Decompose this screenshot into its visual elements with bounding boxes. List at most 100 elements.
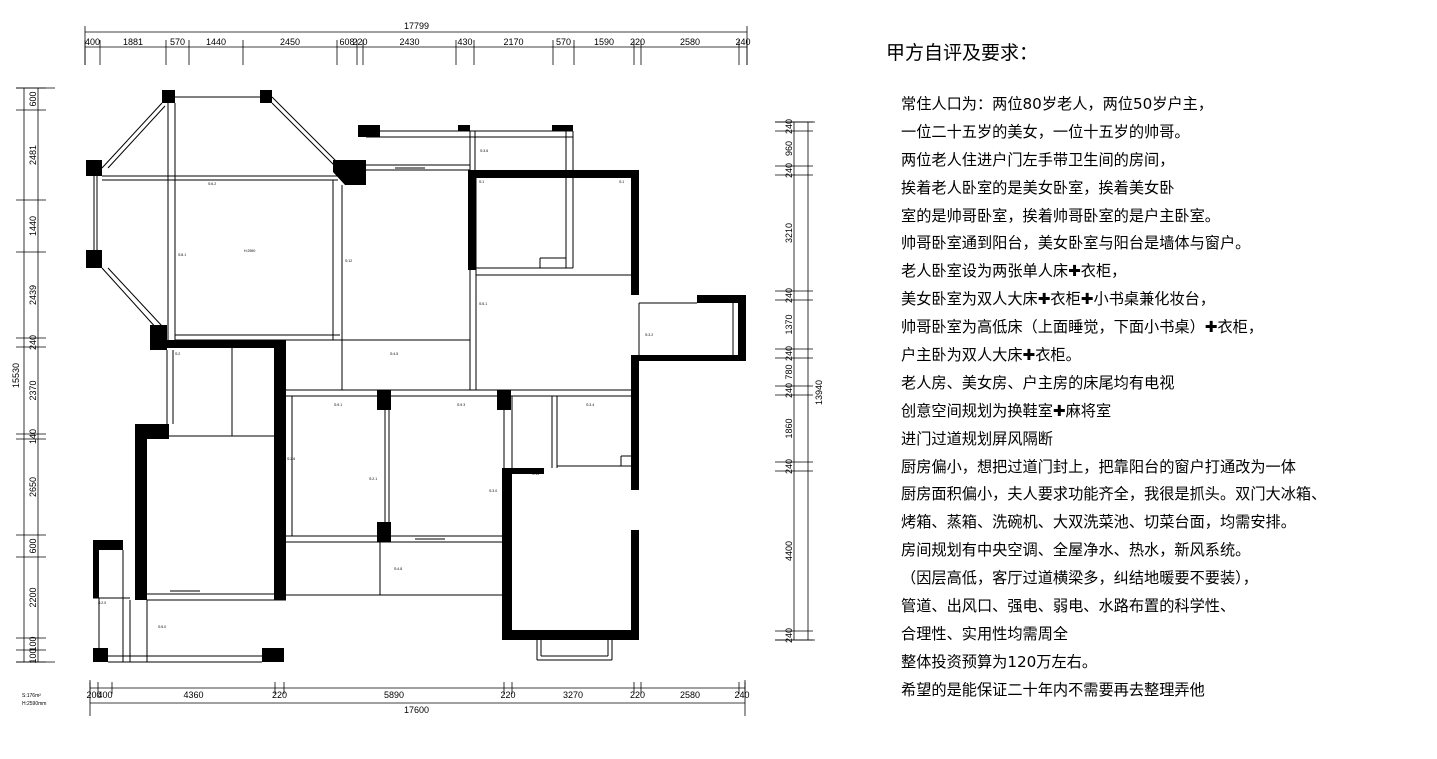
dimension-segment: 570 — [556, 37, 571, 47]
dimension-segment: 220 — [630, 690, 645, 700]
bottom-dimension — [89, 680, 746, 716]
requirement-line: 两位老人住进户门左手带卫生间的房间， — [901, 150, 1175, 169]
svg-text:S:5.1: S:5.1 — [479, 302, 487, 306]
requirement-line: 烤箱、蒸箱、洗碗机、大双洗菜池、切菜台面，均需安排。 — [901, 513, 1296, 532]
svg-text:S:3.6: S:3.6 — [480, 149, 488, 153]
requirement-line: 厨房面积偏小，夫人要求功能齐全，我很是抓头。双门大冰箱、 — [901, 485, 1327, 504]
requirement-line: 希望的是能保证二十年内不需要再去整理弄他 — [901, 680, 1205, 699]
right-total-dimension: 13940 — [814, 380, 824, 405]
dimension-segment: 240 — [784, 119, 794, 134]
svg-text:S:3.4: S:3.4 — [586, 403, 594, 407]
requirement-line: 帅哥卧室通到阳台，美女卧室与阳台是墙体与窗户。 — [901, 234, 1251, 253]
dimension-segment: 240 — [784, 459, 794, 474]
dimension-segment: 240 — [784, 346, 794, 361]
partitions — [93, 96, 734, 663]
requirement-line: 整体投资预算为120万左右。 — [901, 652, 1098, 671]
requirement-line: 老人卧室设为两张单人床✚衣柜， — [901, 262, 1127, 281]
requirement-line: 常住人口为：两位80岁老人，两位50岁户主， — [901, 95, 1214, 113]
dimension-segment: 220 — [500, 690, 515, 700]
area-label: S:176m² — [22, 693, 41, 699]
dimension-segment: 220 — [352, 37, 367, 47]
bottom-total-dimension: 17600 — [404, 705, 429, 715]
requirement-line: 房间规划有中央空调、全屋净水、热水，新风系统。 — [901, 541, 1251, 560]
svg-text:S:12: S:12 — [345, 259, 352, 263]
dimension-segment: 2450 — [280, 37, 300, 47]
dimension-segment: 220 — [272, 690, 287, 700]
client-requirements-panel: 甲方自评及要求： 常住人口为：两位80岁老人，两位50岁户主，一位二十五岁的美女… — [886, 38, 1431, 705]
requirement-line: 管道、出风口、强电、弱电、水路布置的科学性、 — [901, 597, 1236, 616]
svg-text:S:6.2: S:6.2 — [208, 182, 216, 186]
dimension-segment: 2481 — [28, 145, 38, 165]
svg-text:S:15: S:15 — [532, 472, 539, 476]
dimension-segment: 1370 — [784, 314, 794, 334]
dimension-segment: 400 — [97, 690, 112, 700]
svg-text:S:2.0: S:2.0 — [98, 601, 106, 605]
height-label: H:2590mm — [22, 701, 46, 707]
dimension-segment: 2430 — [399, 37, 419, 47]
dimension-segment: 240 — [734, 690, 749, 700]
dimension-segment: 430 — [457, 37, 472, 47]
requirement-line: （因层高低，客厅过道横梁多，纠结地暖要不要装）， — [901, 569, 1258, 588]
svg-text:S:2.6: S:2.6 — [287, 457, 295, 461]
dimension-segment: 960 — [784, 141, 794, 156]
dimension-segment: 2580 — [680, 690, 700, 700]
dimension-segment: 1860 — [784, 418, 794, 438]
dimension-segment: 608 — [339, 37, 354, 47]
svg-text:S:4.5: S:4.5 — [390, 352, 398, 356]
svg-text:S:3.0: S:3.0 — [489, 489, 497, 493]
requirement-line: 室的是帅哥卧室，挨着帅哥卧室的是户主卧室。 — [901, 206, 1220, 225]
height-mark: H:2590 — [244, 249, 255, 253]
dimension-segment: 2439 — [28, 285, 38, 305]
room-tags: H:2590 S:6.2 S:8.1 S:12 S:3.6 S:5.1 S:3.… — [98, 149, 653, 629]
svg-text:S:4.8: S:4.8 — [394, 567, 402, 571]
requirement-line: 创意空间规划为换鞋室✚麻将室 — [901, 401, 1112, 420]
svg-text:S:8.1: S:8.1 — [178, 253, 186, 257]
dimension-segment: 140 — [28, 429, 38, 444]
left-dimension — [16, 87, 55, 663]
dimension-segment: 600 — [28, 91, 38, 106]
svg-text:S:2: S:2 — [175, 352, 180, 356]
dimension-segment: 240 — [784, 288, 794, 303]
dimension-segment: 3270 — [563, 690, 583, 700]
requirement-line: 合理性、实用性均需周全 — [901, 624, 1069, 643]
dimension-segment: 240 — [735, 37, 750, 47]
right-dimension — [775, 121, 815, 641]
requirement-line: 户主卧为双人大床✚衣柜。 — [901, 346, 1081, 365]
requirements-list: 常住人口为：两位80岁老人，两位50岁户主， 一位二十五岁的美女，一位十五岁的帅哥… — [886, 91, 1431, 705]
requirement-line: 厨房偏小，想把过道门封上，把靠阳台的窗户打通改为一体 — [901, 457, 1296, 476]
dimension-segment: 1440 — [206, 37, 226, 47]
dimension-segment: 3210 — [784, 223, 794, 243]
right-segment-dimensions: 2409602403210240137024078024018602404400… — [775, 119, 813, 643]
requirement-line: 一位二十五岁的美女，一位十五岁的帅哥。 — [901, 122, 1190, 141]
walls — [86, 90, 746, 662]
dimension-segment: 240 — [28, 335, 38, 350]
svg-text:S:1: S:1 — [479, 180, 484, 184]
dimension-segment: 400 — [85, 37, 100, 47]
requirement-line: 美女卧室为双人大床✚衣柜✚小书桌兼化妆台， — [901, 290, 1216, 309]
dimension-segment: 240 — [784, 163, 794, 178]
dimension-segment: 1440 — [28, 216, 38, 236]
svg-text:S:9.1: S:9.1 — [334, 403, 342, 407]
dimension-segment: 2370 — [28, 380, 38, 400]
dimension-segment: 570 — [170, 37, 185, 47]
dimension-segment: 100 — [28, 636, 38, 651]
svg-text:S:1: S:1 — [619, 180, 624, 184]
requirement-line: 挨着老人卧室的是美女卧室，挨着美女卧 — [901, 178, 1175, 197]
svg-text:S:2.1: S:2.1 — [369, 477, 377, 481]
dimension-segment: 220 — [630, 37, 645, 47]
svg-text:S:9.3: S:9.3 — [457, 403, 465, 407]
svg-text:S:3.2: S:3.2 — [645, 333, 653, 337]
dimension-segment: 240 — [784, 628, 794, 643]
top-total-dimension: 17799 — [404, 21, 429, 31]
left-total-dimension: 15530 — [11, 363, 21, 388]
dimension-segment: 2170 — [503, 37, 523, 47]
requirement-line: 进门过道规划屏风隔断 — [901, 429, 1053, 448]
dimension-segment: 100 — [28, 648, 38, 663]
dimension-segment: 2650 — [28, 477, 38, 497]
svg-text:S:5.0: S:5.0 — [158, 625, 166, 629]
dimension-segment: 780 — [784, 364, 794, 379]
dimension-segment: 2580 — [680, 37, 700, 47]
